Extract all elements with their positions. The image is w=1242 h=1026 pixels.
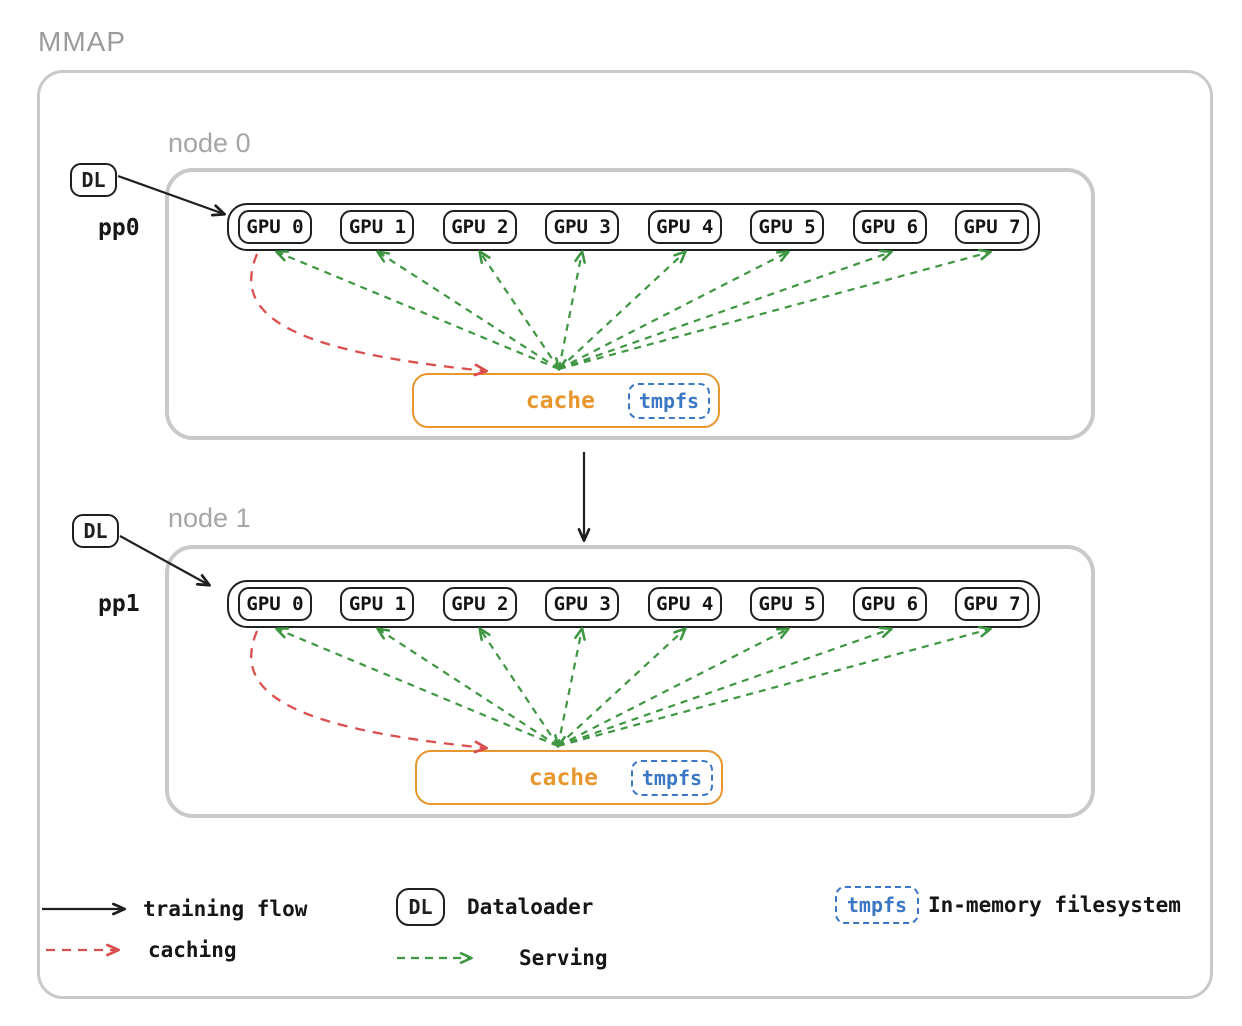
gpu-box: GPU 1: [340, 587, 415, 621]
node1-pipeline-label: pp1: [98, 591, 140, 617]
legend-dataloader: DL Dataloader: [396, 888, 593, 926]
legend-tmpfs: tmpfs In-memory filesystem: [835, 886, 1181, 924]
legend-caching-label: caching: [148, 938, 237, 962]
node1-tmpfs-box: tmpfs: [631, 759, 713, 796]
node0-label: node 0: [168, 128, 251, 158]
gpu-box: GPU 5: [750, 210, 825, 244]
gpu-box: GPU 1: [340, 210, 415, 244]
gpu-box: GPU 7: [954, 210, 1029, 244]
dataloader-box-icon: DL: [396, 888, 445, 926]
node0-dataloader-label: DL: [81, 168, 106, 192]
gpu-box: GPU 0: [238, 587, 312, 621]
node1-cache-box: cache tmpfs: [415, 750, 723, 805]
serving-arrow-icon: [397, 952, 473, 964]
gpu-box: GPU 3: [545, 587, 620, 621]
page-title: MMAP: [38, 26, 126, 57]
gpu-box: GPU 7: [954, 587, 1029, 621]
gpu-box: GPU 0: [238, 210, 312, 244]
node0-cache-label: cache: [525, 387, 595, 414]
gpu-box: GPU 2: [442, 587, 517, 621]
legend-caching: caching: [44, 938, 237, 962]
node1-cache-label: cache: [528, 764, 598, 791]
gpu-box: GPU 4: [647, 210, 722, 244]
legend-training-flow: training flow: [40, 897, 307, 921]
legend-dataloader-label: Dataloader: [467, 895, 594, 919]
gpu-box: GPU 3: [545, 210, 620, 244]
legend-serving-label: Serving: [519, 946, 608, 970]
node1-label: node 1: [168, 503, 251, 533]
legend-serving: Serving: [395, 946, 608, 970]
legend-in-memory-label: In-memory filesystem: [928, 893, 1181, 917]
mmap-container-box: [37, 70, 1213, 999]
node1-gpu-strip: GPU 0 GPU 1 GPU 2 GPU 3 GPU 4 GPU 5 GPU …: [227, 580, 1040, 628]
node0-dataloader-box: DL: [70, 163, 117, 197]
tmpfs-box-icon: tmpfs: [835, 886, 919, 924]
training-flow-arrow-icon: [42, 902, 126, 916]
gpu-box: GPU 6: [852, 210, 927, 244]
gpu-box: GPU 2: [442, 210, 517, 244]
caching-arrow-icon: [46, 943, 120, 957]
node0-cache-box: cache tmpfs: [412, 373, 720, 428]
gpu-box: GPU 6: [852, 587, 927, 621]
gpu-box: GPU 4: [647, 587, 722, 621]
node0-tmpfs-box: tmpfs: [628, 382, 710, 419]
node0-pipeline-label: pp0: [98, 215, 140, 241]
node1-dataloader-box: DL: [72, 514, 119, 548]
node1-dataloader-label: DL: [83, 519, 108, 543]
node0-gpu-strip: GPU 0 GPU 1 GPU 2 GPU 3 GPU 4 GPU 5 GPU …: [227, 203, 1040, 251]
gpu-box: GPU 5: [750, 587, 825, 621]
legend-training-flow-label: training flow: [143, 897, 308, 921]
